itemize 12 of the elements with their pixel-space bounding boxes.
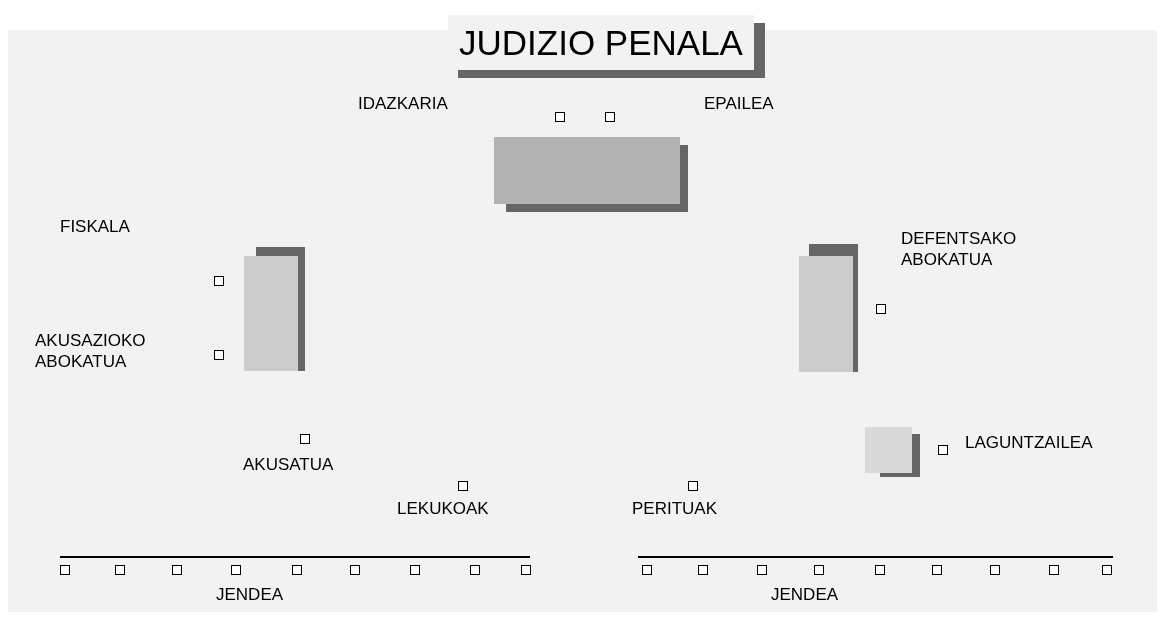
role-label: LAGUNTZAILEA [965,432,1093,453]
role-label: JENDEA [216,584,284,605]
role-label: FISKALA [60,216,130,237]
role-label: AKUSATUA [243,454,334,475]
role-label: AKUSAZIOKO ABOKATUA [35,330,147,372]
role-label: EPAILEA [704,93,774,114]
role-label: JENDEA [771,584,839,605]
role-label: LEKUKOAK [397,498,489,519]
role-label: PERITUAK [632,498,718,519]
role-label: DEFENTSAKO ABOKATUA [901,228,1018,270]
title-banner: JUDIZIO PENALA [448,15,754,70]
role-label: IDAZKARIA [358,93,448,114]
